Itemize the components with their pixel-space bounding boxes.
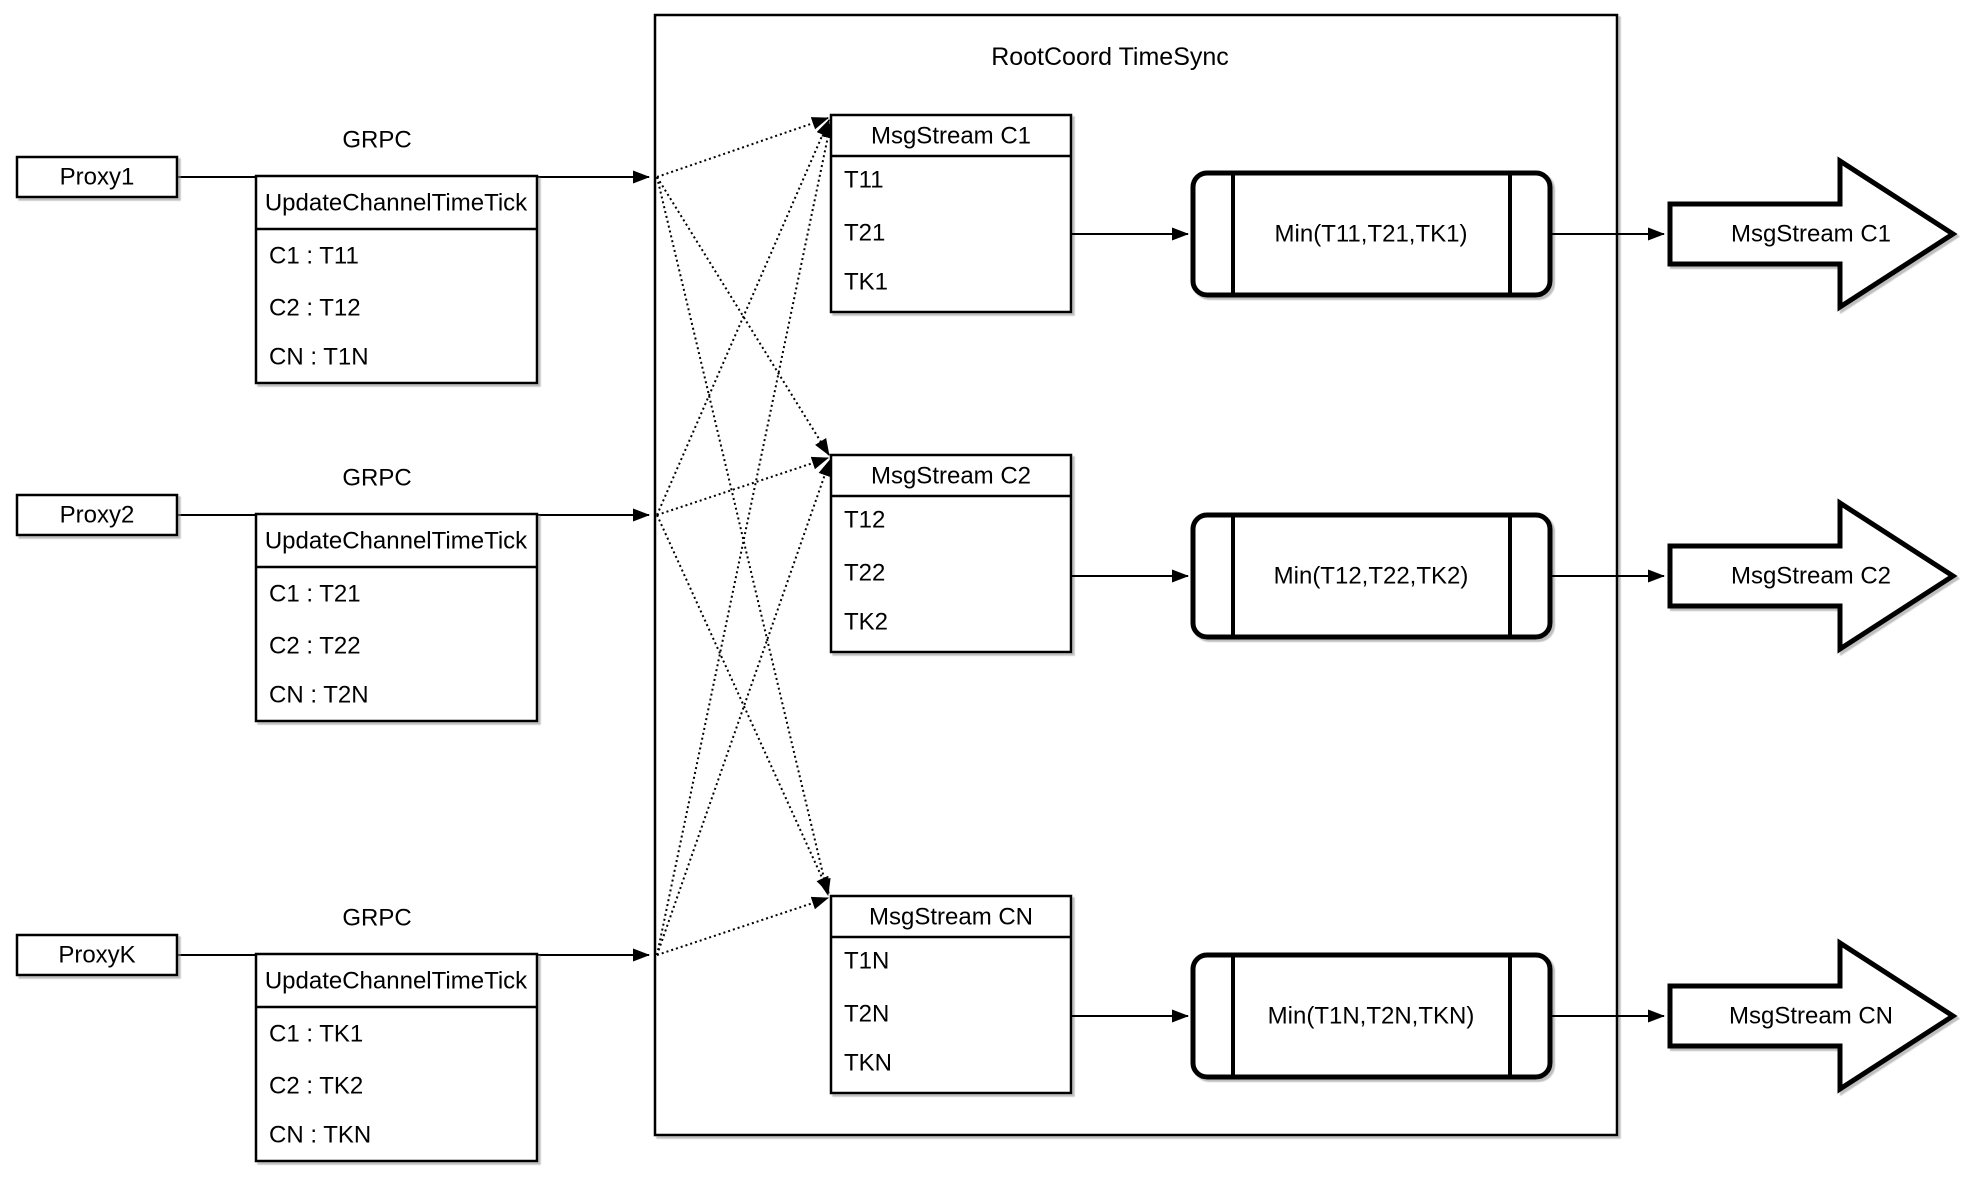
proxyk-group: GRPC ProxyK UpdateChannelTimeTick C1 : T… [15, 905, 650, 1163]
output-block-arrow-c2 [1667, 498, 1958, 654]
msgstream-c2-header: MsgStream C2 [871, 463, 1031, 490]
stream-c2-group: MsgStream C2 T12 T22 TK2 Min(T12,T22,TK2… [829, 453, 1958, 654]
proxyk-table-row: C1 : TK1 [269, 1021, 363, 1048]
proxy2-label: Proxy2 [60, 502, 135, 529]
output-block-arrow-cn [1667, 938, 1958, 1094]
dotted-arrow-pk-c2 [656, 459, 831, 956]
proxy1-label: Proxy1 [60, 164, 135, 191]
dotted-arrow-p1-c1 [656, 117, 829, 178]
timetick-fanout-arrows [656, 117, 835, 956]
proxyk-table-row: CN : TKN [269, 1122, 371, 1149]
dotted-arrow-pk-cn [656, 896, 829, 956]
proxyk-timetick-table [254, 952, 539, 1163]
output-arrow-label-c1: MsgStream C1 [1731, 221, 1891, 248]
tick-label: T2N [844, 1001, 889, 1028]
grpc-label-proxyk: GRPC [342, 905, 411, 932]
dotted-arrow-p2-cn [656, 514, 830, 894]
proxy1-table-header: UpdateChannelTimeTick [265, 190, 528, 217]
dotted-arrow-pk-c1 [656, 121, 835, 956]
proxy2-table-row: C2 : T22 [269, 633, 361, 660]
output-arrow-label-cn: MsgStream CN [1729, 1003, 1893, 1030]
tick-label: TK1 [844, 269, 888, 296]
proxy1-box [15, 155, 179, 199]
grpc-label-proxy2: GRPC [342, 465, 411, 492]
stream-cn-group: MsgStream CN T1N T2N TKN Min(T1N,T2N,TKN… [829, 894, 1958, 1095]
tick-label: T1N [844, 948, 889, 975]
msgstream-c1-table [829, 113, 1073, 314]
min-label-cn: Min(T1N,T2N,TKN) [1268, 1003, 1475, 1030]
tick-label: T22 [844, 560, 885, 587]
proxy1-table-row: C1 : T11 [269, 243, 359, 270]
msgstream-c2-table [829, 453, 1073, 654]
proxyk-table-header: UpdateChannelTimeTick [265, 968, 528, 995]
tick-label: TK2 [844, 609, 888, 636]
tick-label: T12 [844, 507, 885, 534]
proxy2-table-row: C1 : T21 [269, 581, 361, 608]
output-arrow-label-c2: MsgStream C2 [1731, 563, 1891, 590]
grpc-label-proxy1: GRPC [342, 127, 411, 154]
dotted-arrow-p1-cn [656, 176, 831, 896]
tick-label: T21 [844, 220, 885, 247]
stream-c1-group: MsgStream C1 T11 T21 TK1 Min(T11,T21,TK1… [829, 113, 1958, 314]
proxy1-group: GRPC Proxy1 UpdateChannelTimeTick C1 : T… [15, 127, 650, 385]
output-block-arrow-c1 [1667, 156, 1958, 312]
proxy1-table-row: CN : T1N [269, 344, 369, 371]
proxy2-timetick-table [254, 512, 539, 723]
proxy2-group: GRPC Proxy2 UpdateChannelTimeTick C1 : T… [15, 465, 650, 723]
tick-label: T11 [844, 167, 884, 194]
msgstream-cn-table [829, 894, 1073, 1095]
msgstream-c1-header: MsgStream C1 [871, 123, 1031, 150]
proxy2-table-row: CN : T2N [269, 682, 369, 709]
proxy2-table-header: UpdateChannelTimeTick [265, 528, 528, 555]
msgstream-cn-header: MsgStream CN [869, 904, 1033, 931]
container-title: RootCoord TimeSync [991, 43, 1229, 71]
proxy1-timetick-table [254, 174, 539, 385]
proxyk-box [15, 933, 179, 977]
dotted-arrow-p2-c2 [656, 456, 829, 516]
tick-label: TKN [844, 1050, 892, 1077]
min-label-c2: Min(T12,T22,TK2) [1274, 563, 1469, 590]
proxyk-label: ProxyK [58, 942, 135, 969]
min-label-c1: Min(T11,T21,TK1) [1275, 221, 1468, 248]
proxyk-table-row: C2 : TK2 [269, 1073, 363, 1100]
proxy2-box [15, 493, 179, 537]
proxy1-table-row: C2 : T12 [269, 295, 361, 322]
dotted-arrow-p2-c1 [656, 119, 830, 516]
